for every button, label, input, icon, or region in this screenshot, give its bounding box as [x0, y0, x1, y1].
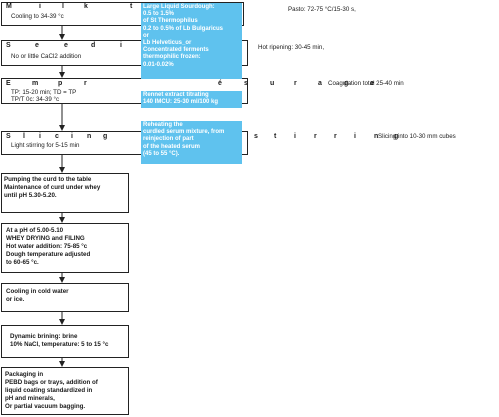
packaging-line5: Or partial vacuum bagging.	[5, 403, 86, 410]
slicing-title: S l i c i n g s t i r r i n g	[6, 133, 399, 140]
filing-line1: At a pH of 5.00-5.10	[6, 227, 64, 234]
renneting-sub2: TP/T 0c: 34-39 °c	[11, 96, 60, 103]
pumping-line3: until pH 5.30-5.20.	[4, 192, 57, 199]
packaging-line1: Packaging in	[5, 371, 44, 378]
seeding-side: Hot ripening: 30-45 min,	[258, 44, 325, 51]
step-packaging	[1, 367, 129, 415]
packaging-line2: PEBD bags or trays, addition of	[5, 379, 98, 386]
cooling-line2: or ice.	[6, 296, 25, 303]
step-pumping	[1, 173, 129, 213]
packaging-line3: liquid coating standardized in	[5, 387, 93, 394]
seeding-sub: No or little CaCl2 addition	[11, 53, 82, 60]
packaging-line4: pH and minerals,	[5, 395, 55, 402]
pumping-line2: Maintenance of curd under whey	[4, 184, 101, 191]
filing-line2: WHEY DRYING and FILING	[6, 235, 85, 242]
filing-line5: to 60-65 °c.	[6, 259, 39, 266]
note-rennet: Rennet extract titrating 140 IMCU: 25-30…	[141, 91, 242, 108]
step-brining	[1, 325, 129, 358]
renneting-title-tail: a g e	[318, 80, 374, 87]
brining-line2: 10% NaCl, temperature: 5 to 15 °c	[10, 341, 109, 348]
renneting-side: Coagulation total 25-40 min	[328, 80, 404, 87]
note-ferments: Large Liquid Sourdough: 0.5 to 1.5% of S…	[141, 3, 242, 79]
milk-side: Pasto: 72-75 °C/15-30 s,	[288, 6, 356, 13]
slicing-side: Slicing into 10-30 mm cubes	[378, 133, 456, 140]
cooling-line1: Cooling in cold water	[6, 288, 69, 295]
step-filing	[1, 223, 129, 273]
pumping-line1: Pumping the curd to the table	[4, 176, 92, 183]
milk-sub: Cooling to 34-39 °c	[11, 13, 64, 20]
step-cooling	[1, 283, 129, 312]
filing-line4: Dough temperature adjusted	[6, 251, 91, 258]
renneting-sub1: TP: 15-20 min; TD = TP	[11, 89, 77, 96]
filing-line3: Hot water addition: 75-85 °c	[6, 243, 88, 250]
brining-line1: Dynamic brining: brine	[10, 333, 78, 340]
renneting-title: E m p r é s u r	[6, 80, 297, 87]
note-reheating: Reheating the curdled serum mixture, fro…	[141, 121, 242, 164]
slicing-sub: Light stirring for 5-15 min	[11, 142, 80, 149]
